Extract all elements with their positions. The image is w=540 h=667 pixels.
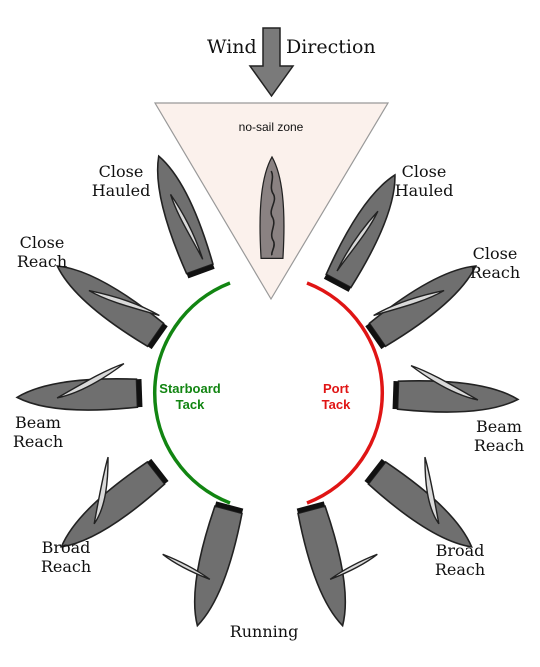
starboard-tack-label-1: Starboard xyxy=(159,381,220,396)
label-beam-reach-left-1: Beam xyxy=(15,413,61,432)
label-beam-reach-right-2: Reach xyxy=(474,436,524,455)
label-running: Running xyxy=(230,622,299,641)
boat-beam-reach-right xyxy=(392,364,520,416)
label-beam-reach-right-1: Beam xyxy=(476,417,522,436)
boat-in-irons xyxy=(259,155,285,259)
label-broad-reach-right-1: Broad xyxy=(436,541,485,560)
boat-close-hauled-right xyxy=(323,166,410,292)
label-close-hauled-left-2: Hauled xyxy=(92,181,151,200)
label-broad-reach-right-2: Reach xyxy=(435,560,485,579)
starboard-tack-label-2: Tack xyxy=(176,397,205,412)
no-sail-zone-label: no-sail zone xyxy=(239,120,304,134)
port-tack-arc xyxy=(306,281,385,505)
boat-close-reach-right xyxy=(365,252,486,350)
label-close-hauled-right-1: Close xyxy=(402,162,447,181)
label-broad-reach-left-1: Broad xyxy=(42,538,91,557)
label-close-reach-right-1: Close xyxy=(473,244,518,263)
label-close-hauled-left-1: Close xyxy=(99,162,144,181)
wind-arrow xyxy=(248,27,295,98)
label-close-hauled-right-2: Hauled xyxy=(395,181,454,200)
boat-beam-reach-left xyxy=(15,362,143,414)
starboard-tack-arc xyxy=(152,281,231,505)
label-close-reach-left-2: Reach xyxy=(17,252,67,271)
direction-label: Direction xyxy=(286,36,376,58)
label-broad-reach-left-2: Reach xyxy=(41,557,91,576)
wind-label: Wind xyxy=(207,36,257,58)
boat-broad-reach-right xyxy=(364,456,482,560)
label-close-reach-right-2: Reach xyxy=(470,263,520,282)
boat-running-left xyxy=(162,501,245,631)
label-close-reach-left-1: Close xyxy=(20,233,65,252)
port-tack-label-2: Tack xyxy=(322,397,351,412)
boat-close-hauled-left xyxy=(143,150,216,279)
port-tack-label-1: Port xyxy=(323,381,350,396)
boat-close-reach-left xyxy=(47,252,168,350)
label-beam-reach-left-2: Reach xyxy=(13,432,63,451)
boat-running-right xyxy=(295,501,378,631)
boat-broad-reach-left xyxy=(51,456,169,560)
